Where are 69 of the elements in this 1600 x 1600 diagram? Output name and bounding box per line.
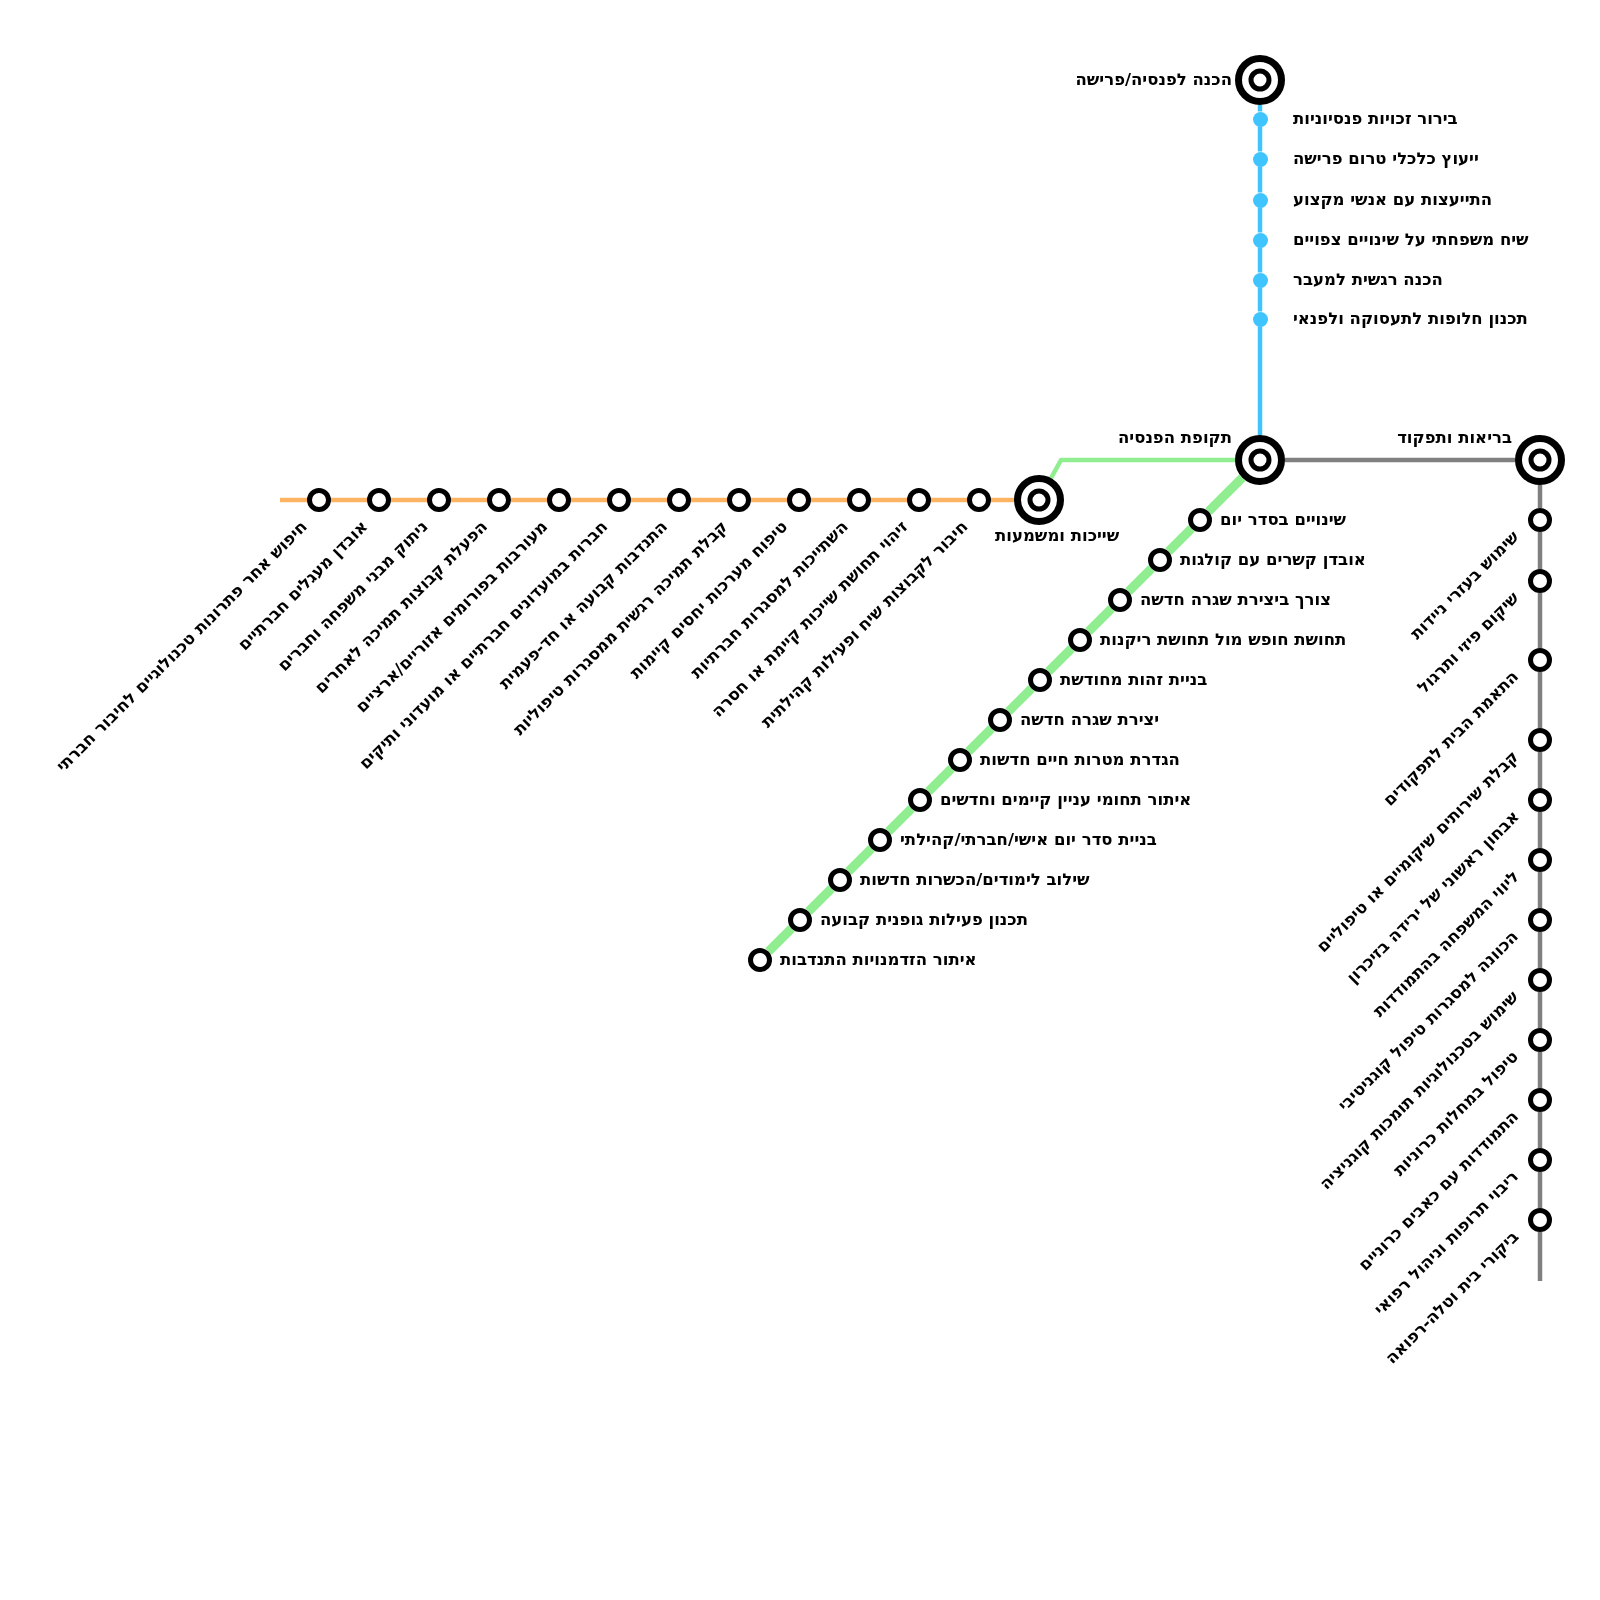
metro-line (1537, 812, 1543, 848)
station-name: אובדן קשרים עם קולגות (1180, 550, 1366, 570)
metro-line (751, 497, 787, 503)
station-name: התייעצות עם אנשי מקצוע (1293, 190, 1493, 210)
metro-line (765, 925, 795, 955)
metro-line (1537, 1052, 1543, 1088)
metro-line (1049, 457, 1235, 480)
station-name: איתור הזדמנויות התנדבות (780, 950, 977, 970)
metro-line (1285, 457, 1515, 463)
station-name: שייכות ומשמעות (995, 526, 1120, 546)
metro-line (1257, 207, 1263, 233)
station-name: שילוב לימודים/הכשרות חדשות (860, 870, 1090, 890)
station-name: איתור תחומי עניין קיימים וחדשים (940, 790, 1192, 810)
metro-line (885, 805, 915, 835)
metro-line (1125, 565, 1155, 595)
metro-line (1537, 593, 1543, 648)
station-name: בניית סדר יום אישי/חברתי/קהילתי (900, 830, 1157, 850)
metro-line (805, 885, 835, 915)
metro-line (331, 497, 367, 503)
metro-line (631, 497, 667, 503)
metro-line (1005, 685, 1035, 715)
metro-line (1537, 992, 1543, 1028)
metro-line (1257, 326, 1263, 435)
metro-line (811, 497, 847, 503)
station-name: שיח משפחתי על שינויים צפויים (1293, 230, 1529, 250)
metro-line (571, 497, 607, 503)
metro-line (1537, 1112, 1543, 1148)
station-name: תקופת הפנסיה (1117, 428, 1232, 448)
metro-line (280, 497, 307, 503)
station-name: צורך ביצירת שגרה חדשה (1140, 590, 1331, 610)
metro-line (391, 497, 427, 503)
station-name: בריאות ותפקוד (1397, 428, 1512, 448)
metro-line (1257, 247, 1263, 273)
station-name: תכנון פעילות גופנית קבועה (820, 910, 1028, 930)
metro-line (845, 845, 875, 875)
metro-line (1165, 525, 1195, 555)
metro-line (1045, 645, 1075, 675)
metro-line (511, 497, 547, 503)
station-name: ייעוץ כלכלי טרום פרישה (1293, 149, 1479, 169)
metro-line (1257, 105, 1263, 112)
metro-line (1537, 752, 1543, 788)
metro-line (1537, 532, 1543, 569)
metro-line (451, 497, 487, 503)
station-name: שינויים בסדר יום (1220, 510, 1347, 530)
metro-line (1537, 1172, 1543, 1208)
metro-line (1537, 932, 1543, 968)
metro-line (691, 497, 727, 503)
metro-line (1537, 672, 1543, 728)
metro-line (1537, 485, 1543, 508)
metro-line (965, 725, 995, 755)
metro-line (1257, 126, 1263, 152)
metro-line (991, 497, 1014, 503)
metro-line (925, 765, 955, 795)
metro-line (871, 497, 907, 503)
station-name: בירור זכויות פנסיוניות (1293, 109, 1458, 129)
station-name: תכנון חלופות לתעסוקה ולפנאי (1293, 309, 1528, 329)
station-name: הכנה לפנסיה/פרישה (1075, 70, 1232, 90)
station-name: בניית זהות מחודשת (1060, 670, 1208, 690)
station-name: יצירת שגרה חדשה (1020, 710, 1160, 730)
metro-line (1537, 1232, 1543, 1281)
metro-line (1205, 474, 1246, 515)
station-name: תחושת חופש מול תחושת ריקנות (1100, 630, 1347, 650)
station-name: הכנה רגשית למעבר (1293, 270, 1443, 290)
metro-line (931, 497, 967, 503)
metro-line (1085, 605, 1115, 635)
metro-line (1537, 872, 1543, 908)
metro-line (1257, 166, 1263, 193)
station-name: הגדרת מטרות חיים חדשות (980, 750, 1180, 770)
metro-line (1257, 287, 1263, 312)
